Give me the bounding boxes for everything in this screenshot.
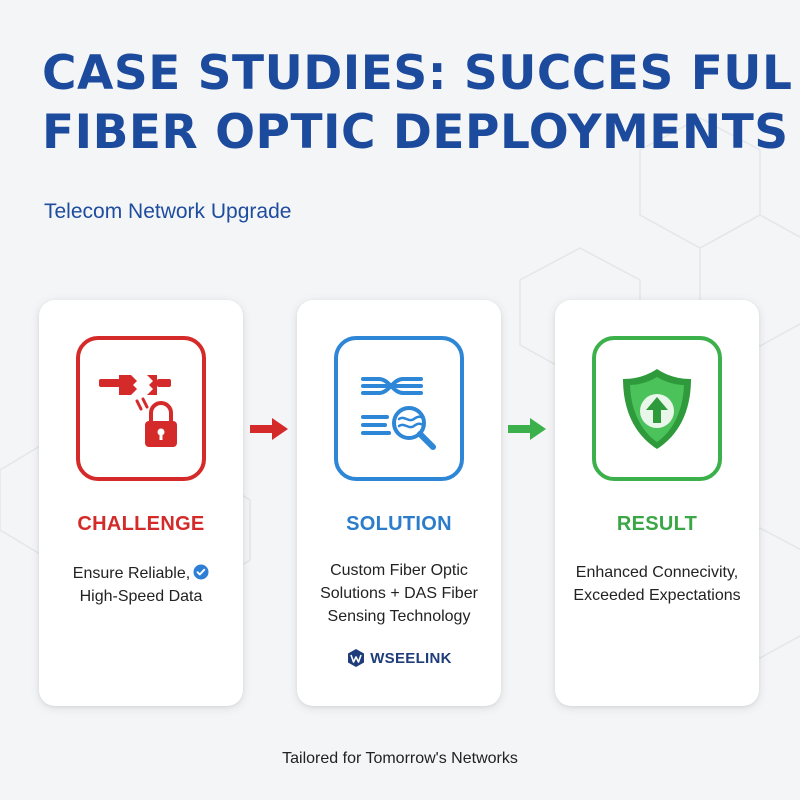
solution-line-3: Sensing Technology <box>327 608 471 625</box>
challenge-icon-frame <box>76 336 206 481</box>
solution-line-1: Custom Fiber Optic <box>330 562 468 579</box>
brand-name: WSEELINK <box>370 649 452 667</box>
broken-cable-lock-icon <box>99 374 177 447</box>
challenge-description: Ensure Reliable, High-Speed Data <box>45 562 237 608</box>
solution-heading: SOLUTION <box>346 513 452 535</box>
fiber-search-icon <box>361 376 436 450</box>
challenge-heading: CHALLENGE <box>77 513 205 535</box>
solution-line-2: Solutions + DAS Fiber <box>320 585 478 602</box>
check-badge-icon <box>193 564 209 580</box>
title-line-2: FIBER OPTIC DEPLOYMENTS <box>42 105 789 160</box>
arrow-right-icon <box>508 418 546 440</box>
result-line-1: Enhanced Connecivity, <box>575 564 739 581</box>
page-title: CASE STUDIES: SUCCES FUL FIBER OPTIC DEP… <box>42 44 793 162</box>
arrow-right-icon <box>250 418 288 440</box>
result-description: Enhanced Connecivity, Exceeded Expectati… <box>561 561 753 607</box>
solution-card: SOLUTION Custom Fiber Optic Solutions + … <box>297 300 501 706</box>
page-subtitle: Telecom Network Upgrade <box>44 200 292 223</box>
result-line-2: Exceeded Expectations <box>573 587 741 604</box>
result-icon-frame <box>592 336 722 481</box>
challenge-card: CHALLENGE Ensure Reliable, High-Speed Da… <box>39 300 243 706</box>
result-card: RESULT Enhanced Connecivity, Exceeded Ex… <box>555 300 759 706</box>
shield-up-arrow-icon <box>623 368 691 449</box>
wseelink-logo-icon <box>348 649 365 667</box>
challenge-line-1: Ensure Reliable, <box>72 565 191 582</box>
title-line-1: CASE STUDIES: SUCCES FUL <box>42 46 793 101</box>
footer-tagline: Tailored for Tomorrow's Networks <box>282 750 518 767</box>
challenge-line-2: High-Speed Data <box>79 588 203 605</box>
brand-logo: WSEELINK <box>297 648 501 668</box>
result-heading: RESULT <box>616 513 698 535</box>
solution-icon-frame <box>334 336 464 481</box>
solution-description: Custom Fiber Optic Solutions + DAS Fiber… <box>303 559 495 628</box>
